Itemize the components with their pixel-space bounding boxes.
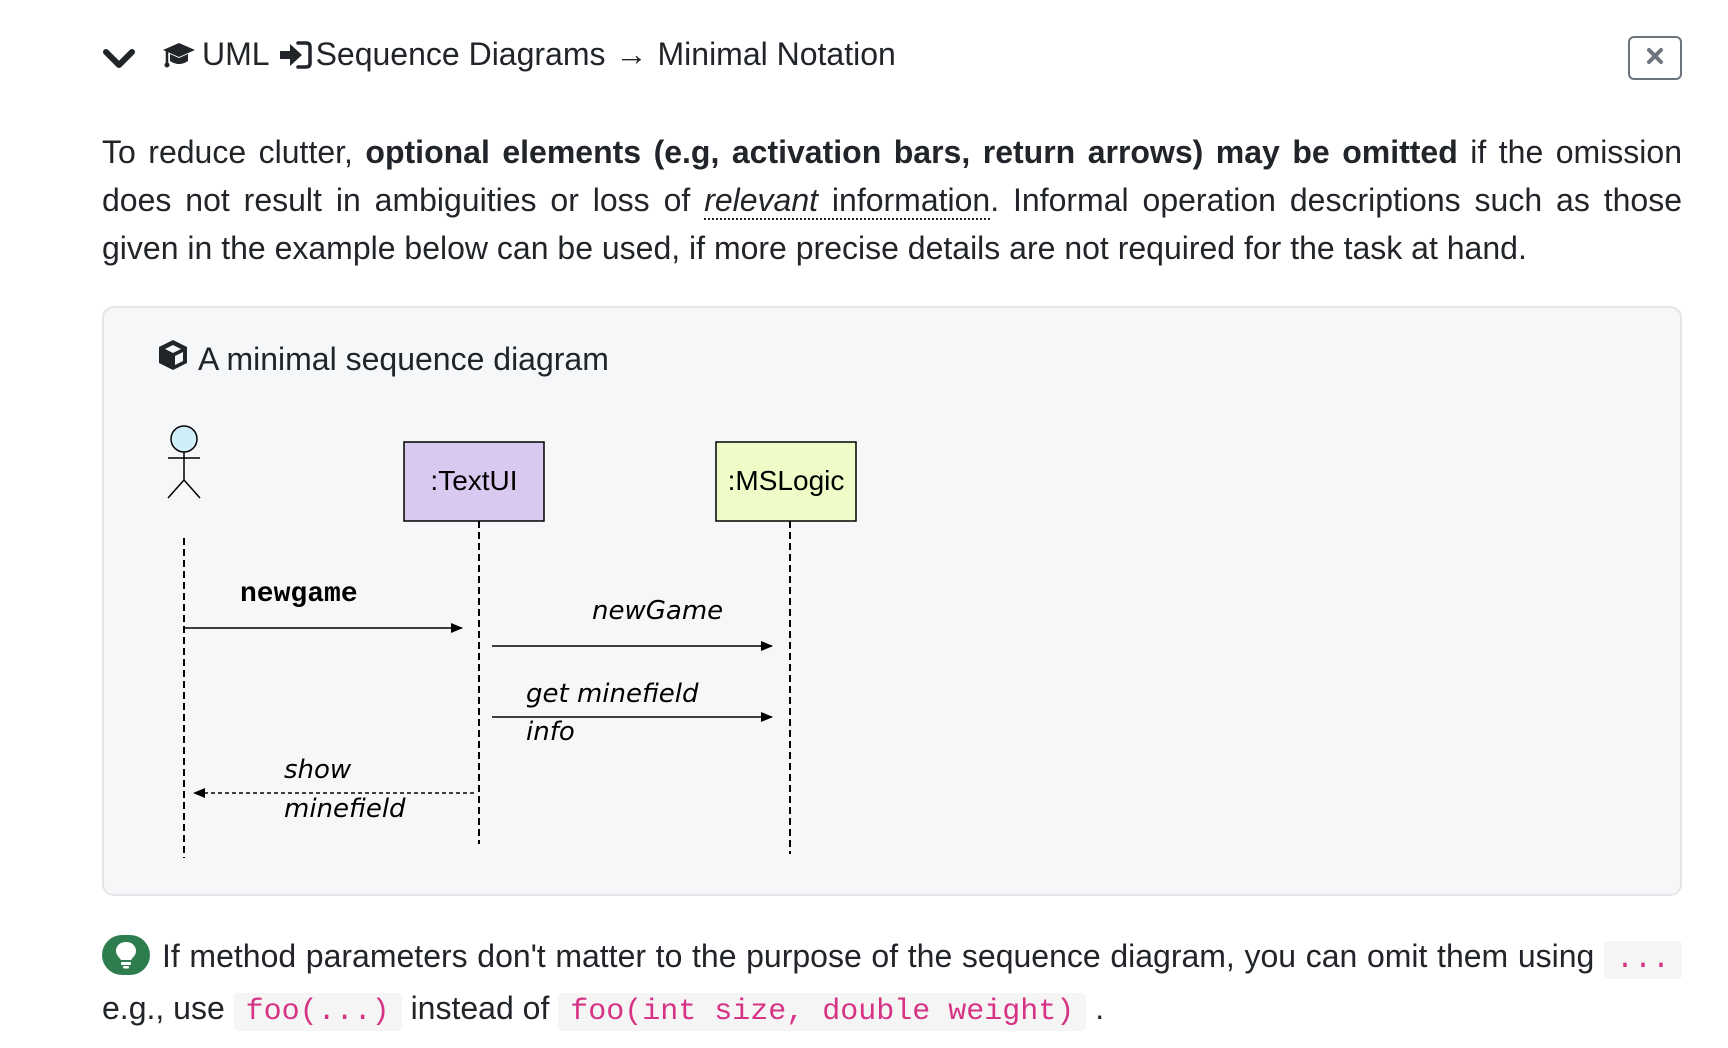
relevant-term: relevant	[704, 182, 819, 218]
breadcrumb: UML Sequence Diagrams → Minimal Notation	[162, 36, 896, 73]
para-text-3: . Informal operation descriptions such a…	[102, 182, 1683, 266]
example-box: A minimal sequence diagram :TextUI	[102, 306, 1682, 896]
tip-paragraph: If method parameters don't matter to the…	[102, 932, 1682, 1036]
lifeline-mslogic: :MSLogic	[715, 441, 857, 522]
information-term: information	[818, 182, 991, 218]
section-header: UML Sequence Diagrams → Minimal Notation	[102, 28, 1682, 88]
lifeline-textui-label: :TextUI	[430, 465, 517, 496]
close-icon	[1646, 47, 1664, 70]
message-show-minefield-label-1: show	[284, 755, 352, 785]
close-button[interactable]	[1628, 36, 1682, 80]
tip-text-1: If method parameters don't matter to the…	[162, 938, 1604, 974]
message-newgame-label: newgame	[240, 579, 358, 610]
tip-text-3: instead of	[401, 990, 559, 1026]
code-ellipsis: ...	[1603, 941, 1682, 979]
code-foo-ellipsis: foo(...)	[233, 993, 402, 1031]
relevant-information-term[interactable]: relevant information	[704, 182, 991, 220]
intro-paragraph: To reduce clutter, optional elements (e.…	[102, 128, 1682, 272]
crumb-arrow: →	[615, 36, 648, 72]
code-foo-full: foo(int size, double weight)	[558, 993, 1087, 1031]
para-bold: optional elements (e.g, activation bars,…	[365, 134, 1458, 170]
graduation-cap-icon	[162, 40, 196, 70]
crumb-uml[interactable]: UML	[202, 36, 270, 72]
tip-text-4: .	[1086, 990, 1105, 1026]
crumb-minimal-notation: Minimal Notation	[657, 36, 896, 72]
message-show-minefield-label-2: minefield	[284, 794, 406, 824]
para-text-1: To reduce clutter,	[102, 134, 366, 170]
crumb-sequence-diagrams[interactable]: Sequence Diagrams	[315, 36, 606, 72]
example-title: A minimal sequence diagram	[156, 338, 609, 380]
message-get-minefield-label-2: info	[526, 717, 575, 747]
actor-stick-figure	[167, 425, 201, 499]
lightbulb-icon	[102, 935, 150, 975]
lifeline-mslogic-label: :MSLogic	[728, 465, 845, 496]
example-title-text: A minimal sequence diagram	[198, 340, 609, 377]
message-get-minefield-label-1: get minefield	[526, 679, 699, 709]
sign-in-icon	[278, 39, 312, 71]
cube-icon	[156, 338, 198, 380]
chevron-down-icon[interactable]	[102, 42, 136, 76]
sequence-diagram: :TextUI :MSLogic newgame newGame get min…	[167, 425, 857, 858]
tip-text-2: e.g., use	[102, 990, 234, 1026]
message-newGame-label: newGame	[592, 596, 723, 626]
lifeline-textui: :TextUI	[403, 441, 545, 522]
para-text-2: if the omission does not result in ambig…	[102, 134, 1683, 218]
